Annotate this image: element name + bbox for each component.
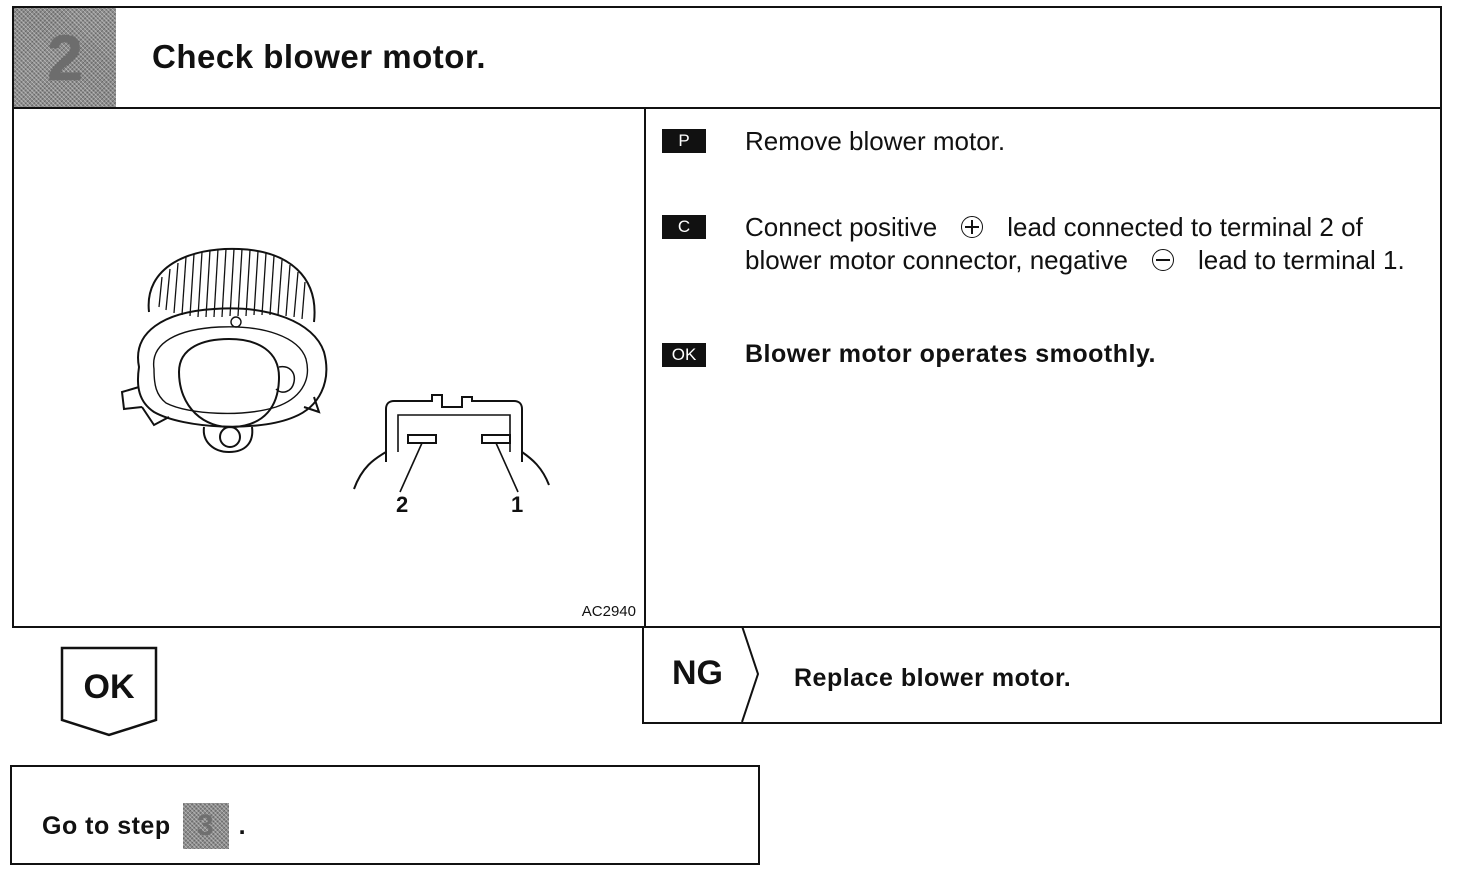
positive-terminal-icon	[961, 216, 984, 238]
terminal-2-label: 2	[396, 492, 408, 517]
goto-label: Go to step	[42, 811, 171, 840]
step-title: Check blower motor.	[152, 38, 487, 75]
check-tag: C	[662, 215, 706, 239]
check-step-box: 2 Check blower motor.	[12, 6, 1442, 628]
step-number: 2	[47, 21, 83, 94]
check-text-part1: Connect positive	[745, 212, 938, 242]
step-number-badge: 2	[14, 8, 116, 107]
ok-condition-text: Blower motor operates smoothly.	[745, 340, 1156, 368]
ok-branch-label: OK	[83, 668, 135, 706]
ok-tag: OK	[662, 343, 706, 367]
procedure-text: Remove blower motor.	[745, 126, 1006, 156]
check-text-part3: lead to terminal 1.	[1198, 245, 1405, 275]
goto-suffix: .	[238, 811, 247, 840]
goto-text: Go to step 3 .	[42, 803, 246, 849]
figure-code: AC2940	[581, 603, 636, 620]
step-header: 2 Check blower motor.	[14, 8, 1440, 109]
ok-arrow-shape	[60, 646, 158, 737]
ng-branch-label: NG	[672, 654, 723, 692]
procedure-tag: P	[662, 129, 706, 153]
terminal-1-label: 1	[511, 492, 523, 517]
ng-action-text: Replace blower motor.	[794, 664, 1072, 692]
instruction-panel: P Remove blower motor. C Connect positiv…	[646, 107, 1440, 626]
ng-branch-box: NG Replace blower motor.	[642, 626, 1442, 724]
check-text-part2: lead connected to terminal 2 of blower m…	[745, 212, 1363, 275]
ng-chevron-icon	[741, 626, 760, 722]
ok-branch-arrow: OK	[60, 646, 160, 743]
goto-step-badge: 3	[182, 803, 229, 849]
blower-motor-illustration: 2 1	[120, 247, 550, 517]
negative-terminal-icon	[1152, 249, 1174, 271]
goto-step-box: Go to step 3 .	[10, 765, 760, 865]
diagram-panel: 2 1 AC2940	[14, 107, 646, 626]
